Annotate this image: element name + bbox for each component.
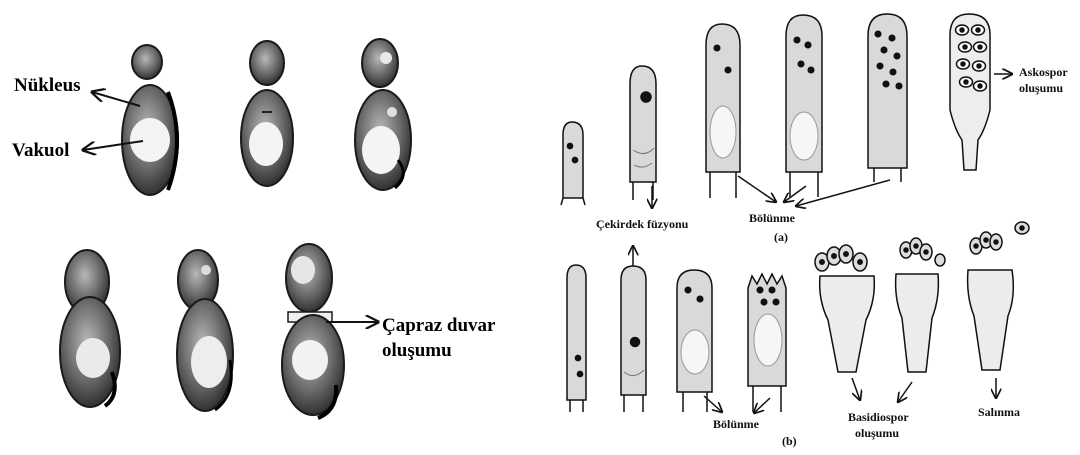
basidium-stage-1 <box>567 265 586 412</box>
label-vacuole: Vakuol <box>12 140 69 161</box>
basidium-with-spores-1 <box>815 245 874 372</box>
basidium-stage-2 <box>621 266 646 412</box>
basidium-stage-4 <box>748 274 786 412</box>
label-release: Salınma <box>978 405 1020 419</box>
dividing-cell-2 <box>177 250 233 411</box>
label-panel-b: (b) <box>782 434 797 448</box>
label-nuclear-fusion: Çekirdek füzyonu <box>596 217 689 231</box>
panel-b-annotations: Bölünme (b) Basidiospor oluşumu Salınma <box>704 378 1020 448</box>
label-division-b: Bölünme <box>713 417 760 431</box>
ascus-stage-1 <box>561 122 585 205</box>
label-ascospore-line1: Askospor <box>1019 65 1068 79</box>
ascus-with-ascospores <box>950 14 990 170</box>
ascus-stage-5 <box>868 14 907 182</box>
ascus-stage-2 <box>630 66 656 200</box>
ascus-stage-4 <box>786 15 822 197</box>
arrow-division-a2 <box>784 186 806 202</box>
budding-cell-1 <box>122 45 178 195</box>
basidium-releasing-spores <box>968 222 1029 370</box>
arrow-division-b2 <box>754 398 770 413</box>
label-basidiospore-line2: oluşumu <box>855 426 899 440</box>
label-cross-wall-line2: oluşumu <box>382 340 452 361</box>
label-cross-wall-line1: Çapraz duvar <box>382 315 496 336</box>
label-basidiospore-line1: Basidiospor <box>848 410 909 424</box>
arrow-basidiospore-2 <box>898 382 912 402</box>
label-panel-a: (a) <box>774 230 788 244</box>
right-panel-b <box>567 222 1029 412</box>
dividing-cell-3 <box>282 244 344 418</box>
basidium-stage-3 <box>677 270 712 412</box>
arrow-basidiospore-1 <box>852 378 860 400</box>
budding-cell-3 <box>355 39 411 190</box>
label-division-a: Bölünme <box>749 211 796 225</box>
arrow-division-a3 <box>796 180 890 206</box>
basidium-with-spores-2 <box>896 238 945 372</box>
ascus-stage-3 <box>706 24 740 198</box>
label-ascospore-line2: oluşumu <box>1019 81 1063 95</box>
right-panel-a <box>561 14 990 205</box>
budding-cell-2 <box>241 41 293 186</box>
dividing-cell-1 <box>60 250 120 407</box>
left-panel: Nükleus Vakuol Çapraz duvar oluşumu <box>12 39 496 418</box>
arrow-division-a1 <box>738 176 776 202</box>
label-nucleus: Nükleus <box>14 75 81 96</box>
